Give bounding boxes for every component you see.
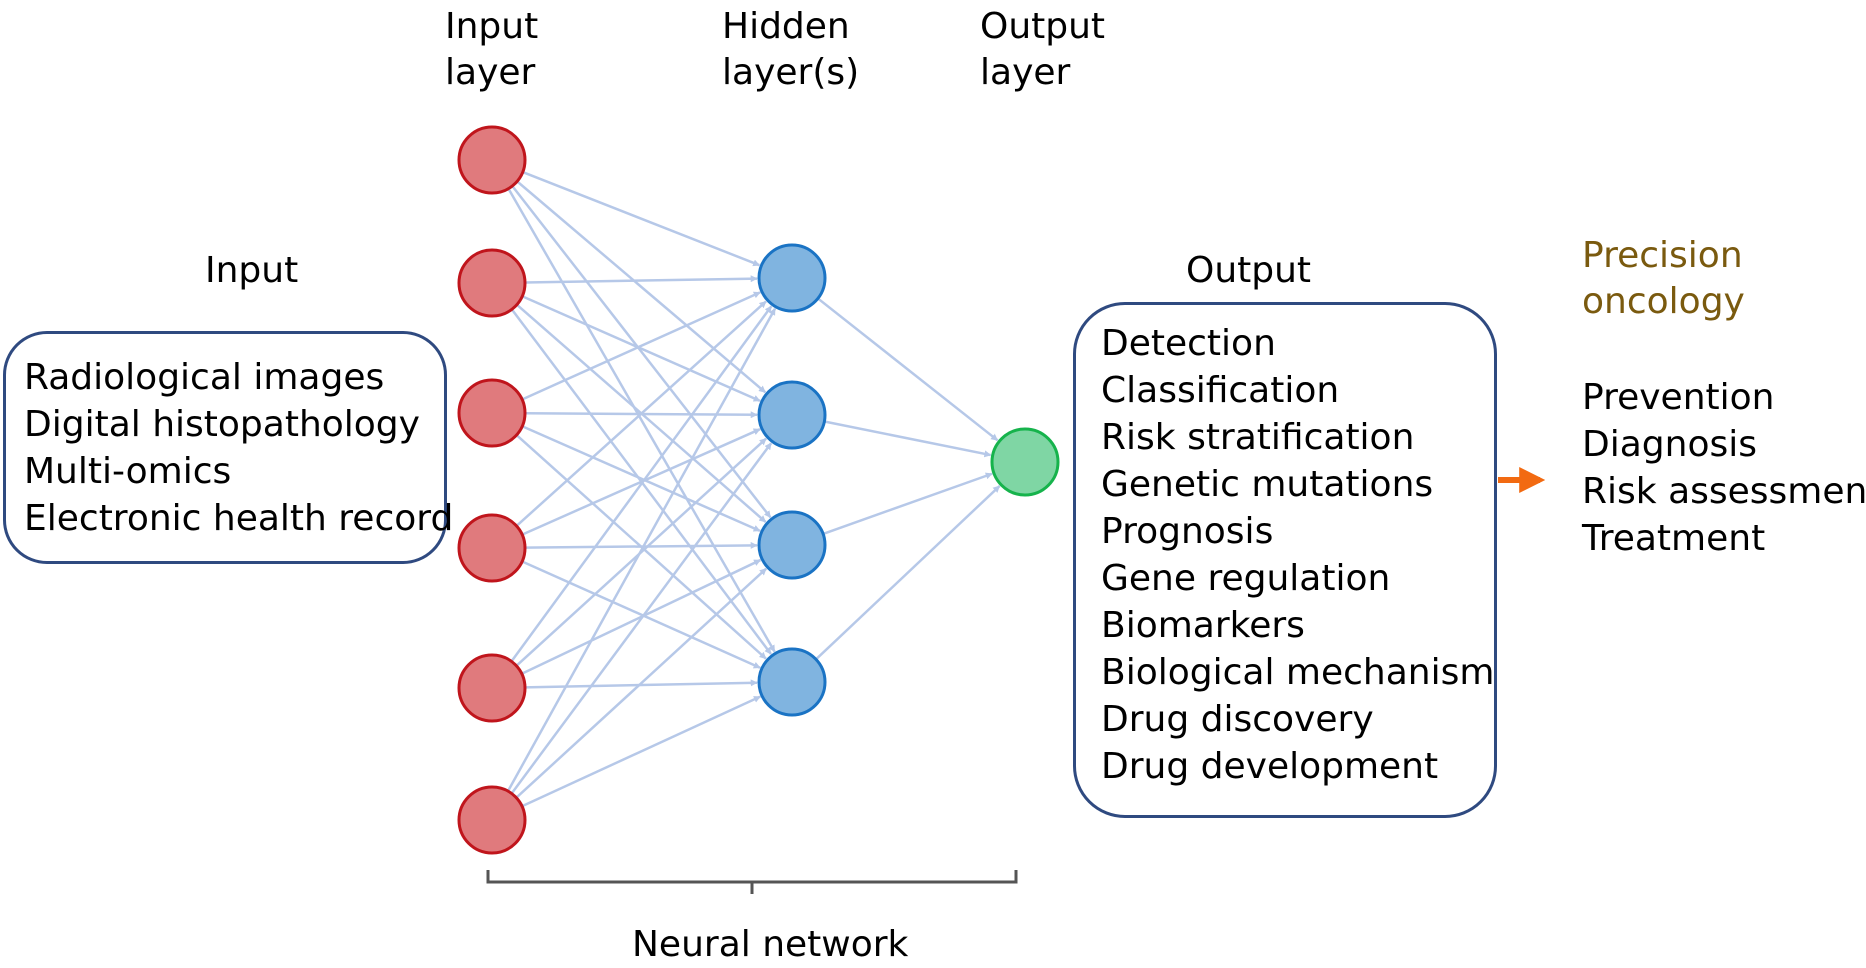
connection-edges: [506, 170, 1001, 808]
input-node: [457, 378, 527, 448]
hidden-output-edge: [817, 297, 999, 442]
hidden-node: [757, 380, 827, 450]
output-item: Biological mechanism: [1101, 652, 1495, 693]
hidden-node: [757, 647, 827, 717]
input-hidden-edge: [521, 428, 761, 536]
input-hidden-edge: [506, 308, 777, 792]
precision-item: Risk assessment: [1582, 471, 1866, 512]
output-item: Drug development: [1101, 746, 1439, 787]
hidden-node: [757, 510, 827, 580]
precision-item: Prevention: [1582, 377, 1775, 418]
output-item: Biomarkers: [1101, 605, 1305, 646]
precision-item: Treatment: [1582, 518, 1766, 559]
output-title: Output: [1186, 250, 1312, 291]
hidden-layer-heading-line1: Hidden: [722, 6, 850, 47]
input-hidden-edge: [522, 170, 761, 267]
precision-title-line1: Precision: [1582, 235, 1743, 276]
output-layer-heading-line2: layer: [980, 52, 1071, 93]
output-item: Detection: [1101, 323, 1276, 364]
precision-list: Prevention Diagnosis Risk assessment Tre…: [1582, 374, 1866, 562]
input-hidden-edge: [511, 185, 772, 519]
input-hidden-edge: [521, 560, 761, 669]
output-item: Drug discovery: [1101, 699, 1374, 740]
input-hidden-edge: [521, 695, 761, 808]
input-title: Input: [205, 250, 299, 291]
input-layer-heading-line1: Input: [445, 6, 539, 47]
input-node: [457, 785, 527, 855]
precision-item: Diagnosis: [1582, 424, 1757, 465]
input-layer-heading: Input layer: [445, 4, 538, 96]
network-nodes: [457, 125, 1060, 855]
output-item: Gene regulation: [1101, 558, 1391, 599]
network-bracket: [486, 870, 1018, 894]
output-item: Classification: [1101, 370, 1340, 411]
hidden-node: [757, 243, 827, 313]
input-hidden-edge: [521, 295, 761, 403]
input-item: Radiological images: [24, 357, 385, 398]
input-node: [457, 513, 527, 583]
neural-network-label: Neural network: [632, 924, 909, 965]
input-hidden-edge: [510, 305, 773, 663]
input-hidden-edge: [524, 541, 758, 549]
hidden-output-edge: [822, 472, 993, 536]
hidden-layer-heading-line2: layer(s): [722, 52, 860, 93]
input-hidden-edge: [524, 275, 758, 284]
precision-title: Precision oncology: [1582, 233, 1745, 325]
input-item: Electronic health record: [24, 498, 454, 539]
input-list: Radiological images Digital histopatholo…: [24, 354, 453, 542]
input-box: [3, 331, 447, 564]
precision-title-line2: oncology: [1582, 281, 1745, 322]
hidden-layer-heading: Hidden layer(s): [722, 4, 859, 96]
input-hidden-edge: [521, 291, 761, 401]
output-item: Prognosis: [1101, 511, 1274, 552]
input-layer-heading-line2: layer: [445, 52, 536, 93]
input-item: Multi-omics: [24, 451, 232, 492]
output-layer-heading: Output layer: [980, 4, 1105, 96]
output-item: Risk stratification: [1101, 417, 1415, 458]
input-hidden-edge: [507, 187, 776, 653]
input-item: Digital histopathology: [24, 404, 420, 445]
output-box: [1073, 302, 1497, 818]
input-hidden-edge: [516, 180, 767, 394]
input-hidden-edge: [510, 442, 773, 795]
input-hidden-edge: [521, 425, 761, 533]
input-node: [457, 248, 527, 318]
input-hidden-edge: [515, 567, 768, 799]
hidden-output-edge: [815, 485, 1001, 661]
output-node: [990, 427, 1060, 497]
output-item: Genetic mutations: [1101, 464, 1434, 505]
hidden-output-edge: [824, 420, 992, 458]
input-node: [457, 653, 527, 723]
output-list: Detection Classification Risk stratifica…: [1101, 320, 1494, 790]
input-hidden-edge: [515, 300, 767, 527]
output-layer-heading-line1: Output: [980, 6, 1106, 47]
input-node: [457, 125, 527, 195]
